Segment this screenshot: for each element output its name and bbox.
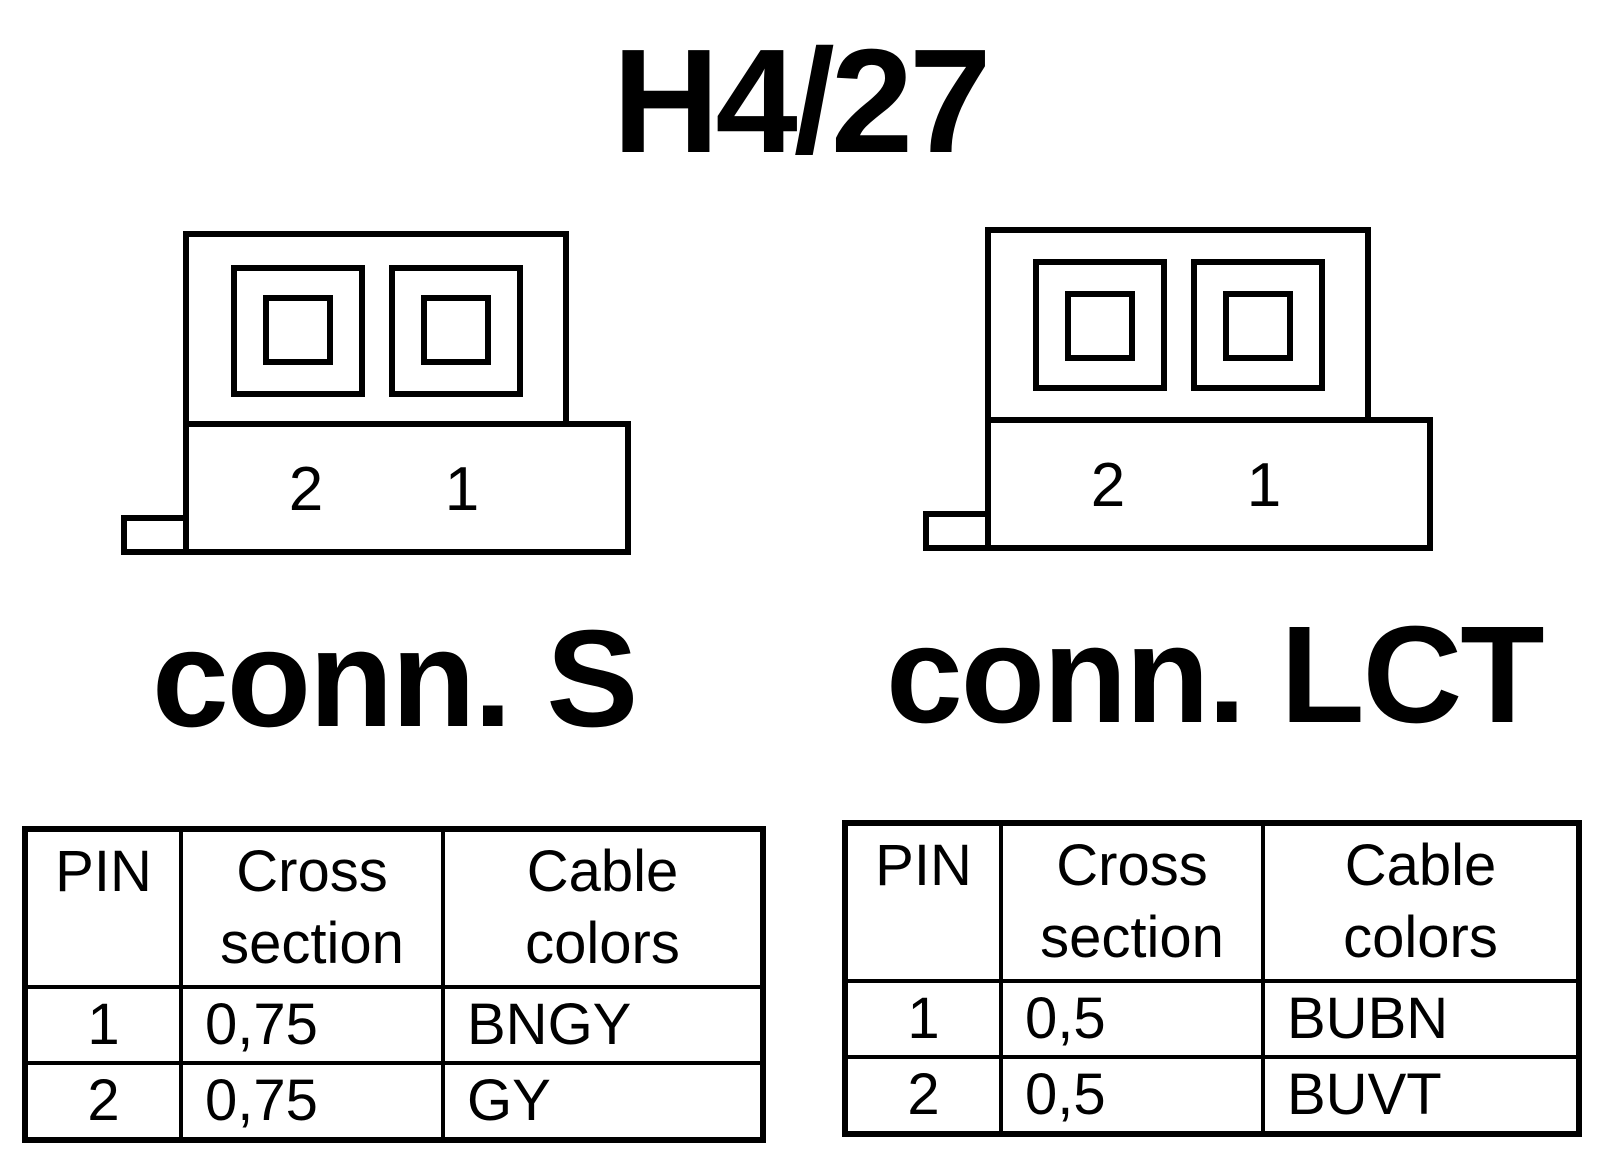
cell-pin: 1: [843, 979, 1003, 1059]
diagram-title: H4/27: [612, 19, 992, 184]
cell-cable-colors: BUVT: [1261, 1055, 1581, 1136]
header-pin: PIN: [23, 827, 183, 989]
wiring-table-lct: PIN Cross section Cable colors 1 0,5 BUB…: [842, 820, 1582, 1137]
connector-lct-housing-top: [985, 227, 1371, 423]
cell-pin: 1: [23, 985, 183, 1065]
connector-lct-cavity-2: [1033, 259, 1167, 391]
table-row: 1 0,75 BNGY: [23, 985, 765, 1065]
table-row: 2 0,5 BUVT: [843, 1055, 1581, 1136]
wiring-table-s: PIN Cross section Cable colors 1 0,75 BN…: [22, 826, 766, 1143]
table-header-row: PIN Cross section Cable colors: [23, 827, 765, 989]
connector-s-label: conn. S: [152, 602, 638, 756]
connector-lct-latch: [923, 511, 991, 551]
connector-s-cavity-1: [389, 265, 523, 397]
connector-s-pin-label: 2: [289, 455, 323, 524]
table-row: 2 0,75 GY: [23, 1061, 765, 1142]
cell-cross-section: 0,5: [999, 979, 1265, 1059]
connector-s-terminal-1: [421, 295, 491, 365]
header-pin: PIN: [843, 821, 1003, 983]
header-cable-colors: Cable colors: [441, 827, 765, 989]
connector-lct-label: conn. LCT: [886, 598, 1545, 752]
table-row: 1 0,5 BUBN: [843, 979, 1581, 1059]
cell-cross-section: 0,5: [999, 1055, 1265, 1136]
connector-lct-housing-base: [985, 417, 1433, 551]
cell-cable-colors: BNGY: [441, 985, 765, 1065]
connector-s-latch: [121, 515, 189, 555]
cell-cross-section: 0,75: [179, 1061, 445, 1142]
cell-pin: 2: [23, 1061, 183, 1142]
table-header-row: PIN Cross section Cable colors: [843, 821, 1581, 983]
connector-lct-terminal-2: [1065, 291, 1135, 361]
cell-cable-colors: GY: [441, 1061, 765, 1142]
connector-s-housing-base: [183, 421, 631, 555]
header-cross-section: Cross section: [179, 827, 445, 989]
connector-s-terminal-2: [263, 295, 333, 365]
connector-lct-cavity-1: [1191, 259, 1325, 391]
connector-s-pin-label: 1: [445, 455, 479, 524]
connector-lct-pin-label: 2: [1091, 451, 1125, 520]
header-cross-section: Cross section: [999, 821, 1265, 983]
cell-pin: 2: [843, 1055, 1003, 1136]
cell-cross-section: 0,75: [179, 985, 445, 1065]
cell-cable-colors: BUBN: [1261, 979, 1581, 1059]
header-cable-colors: Cable colors: [1261, 821, 1581, 983]
connector-s-cavity-2: [231, 265, 365, 397]
connector-lct-terminal-1: [1223, 291, 1293, 361]
connector-lct-pin-label: 1: [1247, 451, 1281, 520]
